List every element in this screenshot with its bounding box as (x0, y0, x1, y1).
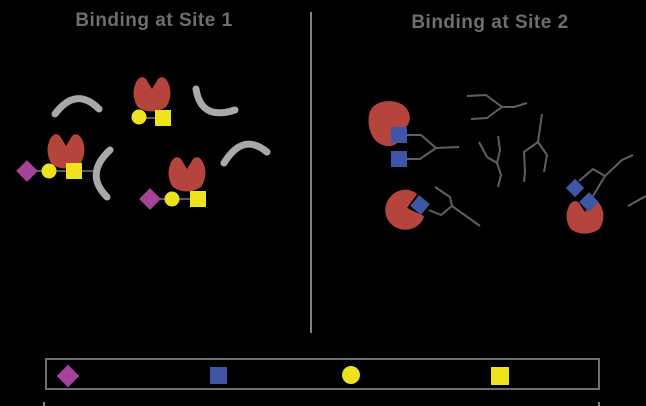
arc-icon (192, 85, 239, 117)
arc-icon (51, 95, 103, 118)
branch-line (627, 195, 646, 207)
purple-diamond-group (16, 160, 161, 210)
branch-line (537, 113, 543, 143)
panel-title-site-1: Binding at Site 1 (75, 10, 233, 31)
branch-line (523, 141, 539, 183)
yellow-circle-icon (131, 109, 147, 125)
yellow-square-icon (155, 110, 171, 126)
branch-line (478, 141, 498, 164)
blue-square-icon (391, 127, 407, 143)
receptor-icon (168, 157, 206, 192)
receptor-icon (566, 201, 604, 234)
cropped-box-edge (43, 402, 45, 406)
yellow-circle-icon (164, 191, 180, 207)
blue-square-icon (391, 151, 407, 167)
yellow-square-icon (190, 191, 206, 207)
receptor-icon (47, 134, 85, 169)
legend-yellow-square-icon (491, 367, 509, 385)
branch-line-group (407, 94, 646, 227)
branch-line (407, 147, 437, 160)
branch-line (466, 94, 503, 108)
legend-box (45, 358, 600, 390)
cropped-box-edge (598, 402, 600, 406)
yellow-square-icon (66, 163, 82, 179)
branch-line (428, 205, 453, 216)
blue-square-icon (565, 178, 585, 198)
yellow-symbol-group (41, 109, 206, 207)
receptor-group (47, 77, 604, 234)
yellow-circle-icon (41, 163, 57, 179)
arc-group (51, 85, 271, 201)
arc-icon (220, 140, 271, 167)
legend-blue-square-icon (210, 367, 227, 384)
blue-square-group (391, 127, 599, 215)
lectin-blob-icon (385, 189, 424, 230)
branch-line (578, 168, 606, 182)
branch-line (496, 135, 501, 164)
branch-line (435, 146, 460, 149)
purple-diamond-icon (139, 188, 161, 210)
branch-line (592, 175, 606, 197)
branch-line (434, 186, 453, 207)
blue-square-icon (410, 195, 430, 215)
purple-diamond-icon (16, 160, 38, 182)
arc-icon (92, 146, 114, 201)
branch-line (604, 154, 634, 177)
panel-title-site-2: Binding at Site 2 (411, 12, 569, 33)
branch-line (496, 162, 502, 188)
branch-line (407, 134, 437, 149)
branch-line (502, 102, 528, 108)
branch-line (537, 141, 548, 173)
branch-line (470, 106, 503, 120)
receptor-icon (133, 77, 171, 112)
branch-line (451, 205, 481, 227)
legend-yellow-circle-icon (342, 366, 360, 384)
